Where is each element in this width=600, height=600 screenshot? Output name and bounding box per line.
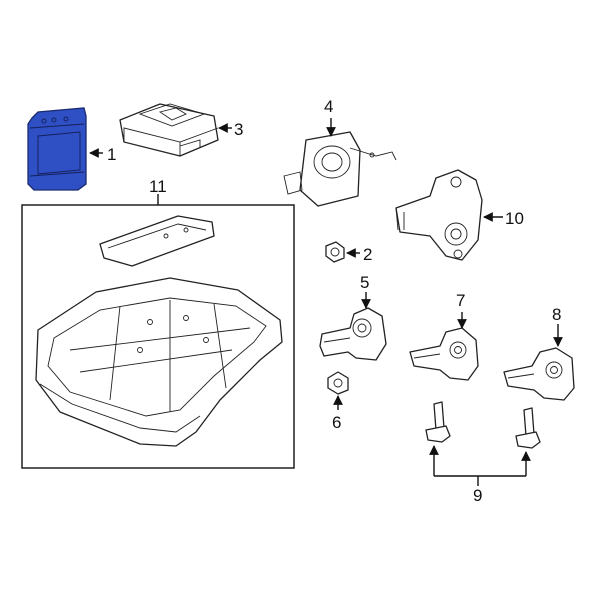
part-7-sensor[interactable] xyxy=(409,327,479,381)
callout-1: 1 xyxy=(107,145,116,164)
part-9-bolt-left[interactable] xyxy=(425,401,451,443)
part-1-control-module[interactable] xyxy=(27,107,87,191)
part-2-nut[interactable] xyxy=(325,241,345,263)
part-5-sensor[interactable] xyxy=(319,307,387,361)
seat-pan-bracket[interactable] xyxy=(99,215,215,267)
part-4-bracket[interactable] xyxy=(283,131,397,207)
callout-10: 10 xyxy=(505,209,524,228)
callout-11: 11 xyxy=(149,177,167,196)
callout-4: 4 xyxy=(324,97,333,116)
callout-3: 3 xyxy=(234,120,243,139)
part-3-sensor-module[interactable] xyxy=(119,103,219,157)
callout-6: 6 xyxy=(332,413,341,432)
part-10-actuator[interactable] xyxy=(395,169,483,261)
part-8-sensor[interactable] xyxy=(503,347,575,401)
callout-8: 8 xyxy=(552,305,561,324)
callout-9: 9 xyxy=(473,486,482,505)
callout-7: 7 xyxy=(456,291,465,310)
part-9-bolt-right[interactable] xyxy=(515,407,541,449)
callout-5: 5 xyxy=(360,273,369,292)
seat-cushion[interactable] xyxy=(35,277,283,447)
part-6-nut[interactable] xyxy=(327,371,349,395)
callout-2: 2 xyxy=(363,245,372,264)
